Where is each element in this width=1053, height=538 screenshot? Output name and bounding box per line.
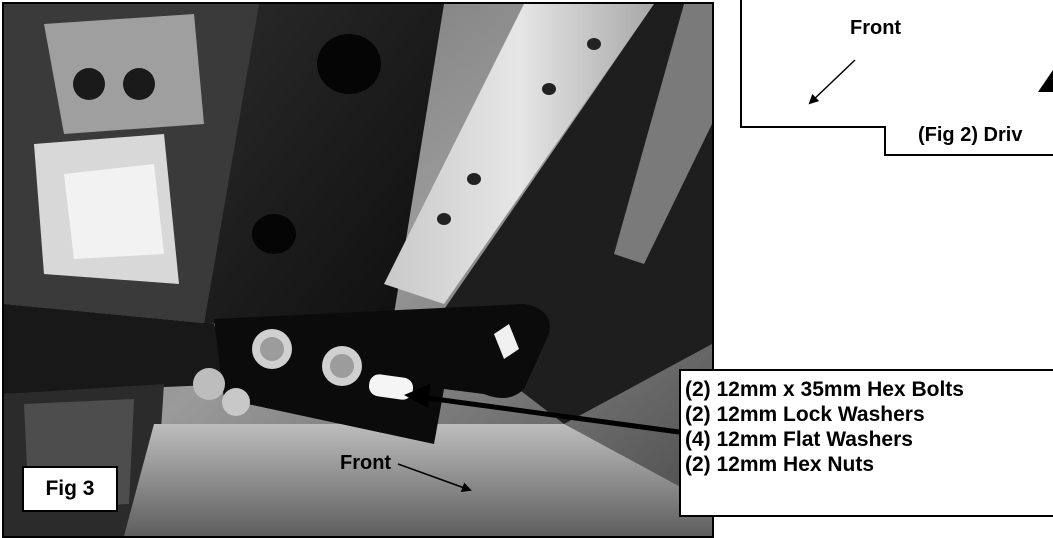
hardware-callout: (2) 12mm x 35mm Hex Bolts (2) 12mm Lock … [679, 369, 1053, 517]
figure2-caption: (Fig 2) Driv [918, 126, 1023, 146]
hardware-item: (2) 12mm Hex Nuts [685, 453, 875, 476]
figure3-label-box: Fig 3 [22, 466, 118, 512]
hardware-item: (2) 12mm x 35mm Hex Bolts [685, 378, 964, 401]
figure2-front-label: Front [850, 17, 902, 39]
hardware-item: (2) 12mm Lock Washers [685, 403, 925, 426]
bracket-photo [2, 2, 714, 538]
figure2-caption-box: (Fig 2) Driv [884, 126, 1053, 156]
figure3-front-label: Front [340, 452, 392, 474]
hardware-item: (4) 12mm Flat Washers [685, 428, 913, 451]
photo-illustration [4, 4, 712, 536]
figure3-label: Fig 3 [45, 477, 95, 500]
